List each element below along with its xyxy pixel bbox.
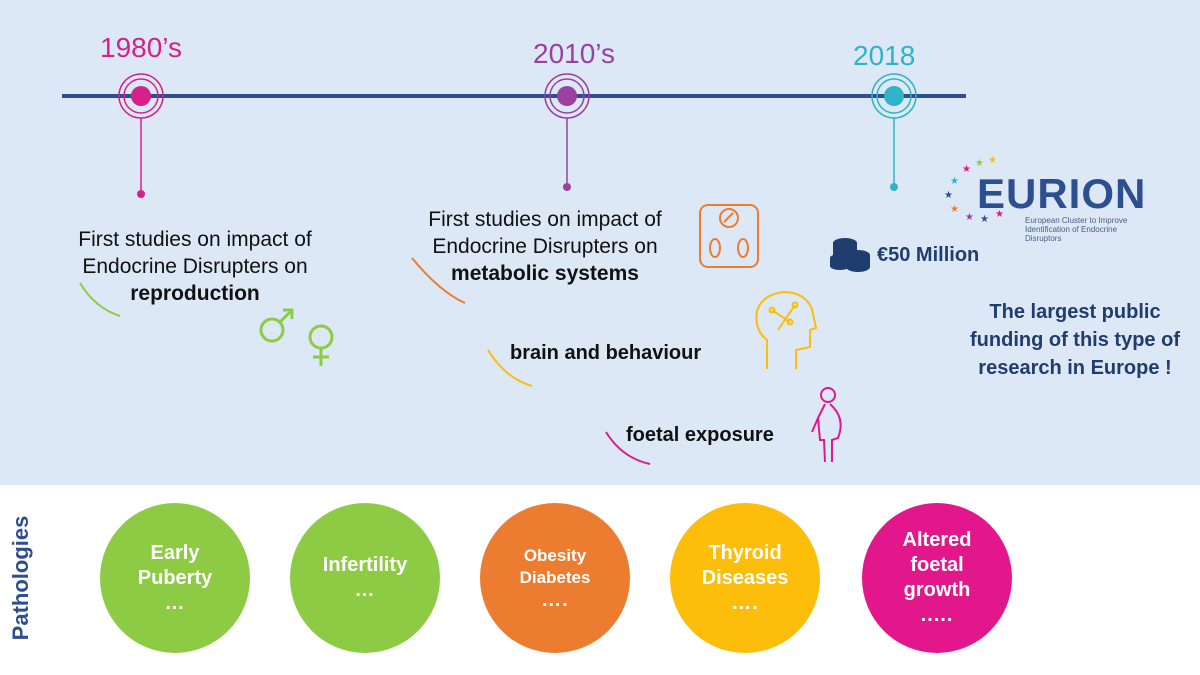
topic-brain-behaviour: brain and behaviour — [510, 342, 702, 364]
svg-text:★: ★ — [962, 164, 971, 175]
pathology-thyroid-diseases: Thyroid Diseases …. — [670, 503, 820, 653]
marker-1980s — [118, 73, 164, 198]
svg-text:★: ★ — [950, 204, 959, 215]
eurion-logo: EURION — [977, 170, 1147, 217]
pregnant-woman-icon — [811, 387, 842, 463]
year-1980s: 1980’s — [100, 32, 183, 63]
coins-icon — [830, 238, 870, 272]
svg-text:★: ★ — [950, 176, 959, 187]
eurion-stars-icon: ★ ★ ★ ★ ★ ★ ★ ★ ★ — [944, 155, 1004, 225]
female-symbol-icon — [308, 324, 334, 366]
eurion-tagline: European Cluster to Improve Identificati… — [1025, 216, 1128, 243]
year-2010s: 2010’s — [533, 38, 616, 69]
svg-text:★: ★ — [980, 214, 989, 225]
brain-head-icon — [755, 290, 818, 369]
swoosh-yellow — [487, 349, 533, 387]
swoosh-green — [79, 282, 121, 317]
marker-2018 — [871, 73, 917, 191]
pathology-altered-foetal-growth: Altered foetal growth ..... — [862, 503, 1012, 653]
scale-icon — [699, 204, 759, 268]
timeline-graphic: ★ ★ ★ ★ ★ ★ ★ ★ ★ — [62, 73, 1004, 465]
swoosh-pink — [605, 431, 651, 465]
pathology-early-puberty: Early Puberty … — [100, 503, 250, 653]
svg-text:★: ★ — [988, 155, 997, 166]
male-symbol-icon — [259, 308, 294, 343]
topic-reproduction: reproduction — [130, 282, 260, 305]
pathology-obesity-diabetes: Obesity Diabetes …. — [480, 503, 630, 653]
svg-text:★: ★ — [995, 209, 1004, 220]
svg-text:★: ★ — [944, 190, 953, 201]
timeline-panel — [0, 0, 1200, 485]
topic-foetal-exposure: foetal exposure — [626, 424, 774, 446]
pathology-infertility: Infertility … — [290, 503, 440, 653]
swoosh-orange — [411, 257, 466, 304]
pathologies-label-wrap: Pathologies — [0, 505, 42, 655]
topic-metabolic-systems: metabolic systems — [451, 262, 639, 285]
milestone-1980s-text: First studies on impact of Endocrine Dis… — [40, 226, 350, 307]
year-2018: 2018 — [853, 40, 916, 71]
pathologies-label: Pathologies — [8, 515, 33, 641]
milestone-2010s-text: First studies on impact of Endocrine Dis… — [395, 206, 695, 287]
svg-text:★: ★ — [975, 158, 984, 169]
marker-2010s — [544, 73, 590, 191]
funding-amount: €50 Million — [877, 244, 980, 266]
funding-statement: The largest public funding of this type … — [970, 301, 1180, 379]
svg-text:★: ★ — [965, 212, 974, 223]
